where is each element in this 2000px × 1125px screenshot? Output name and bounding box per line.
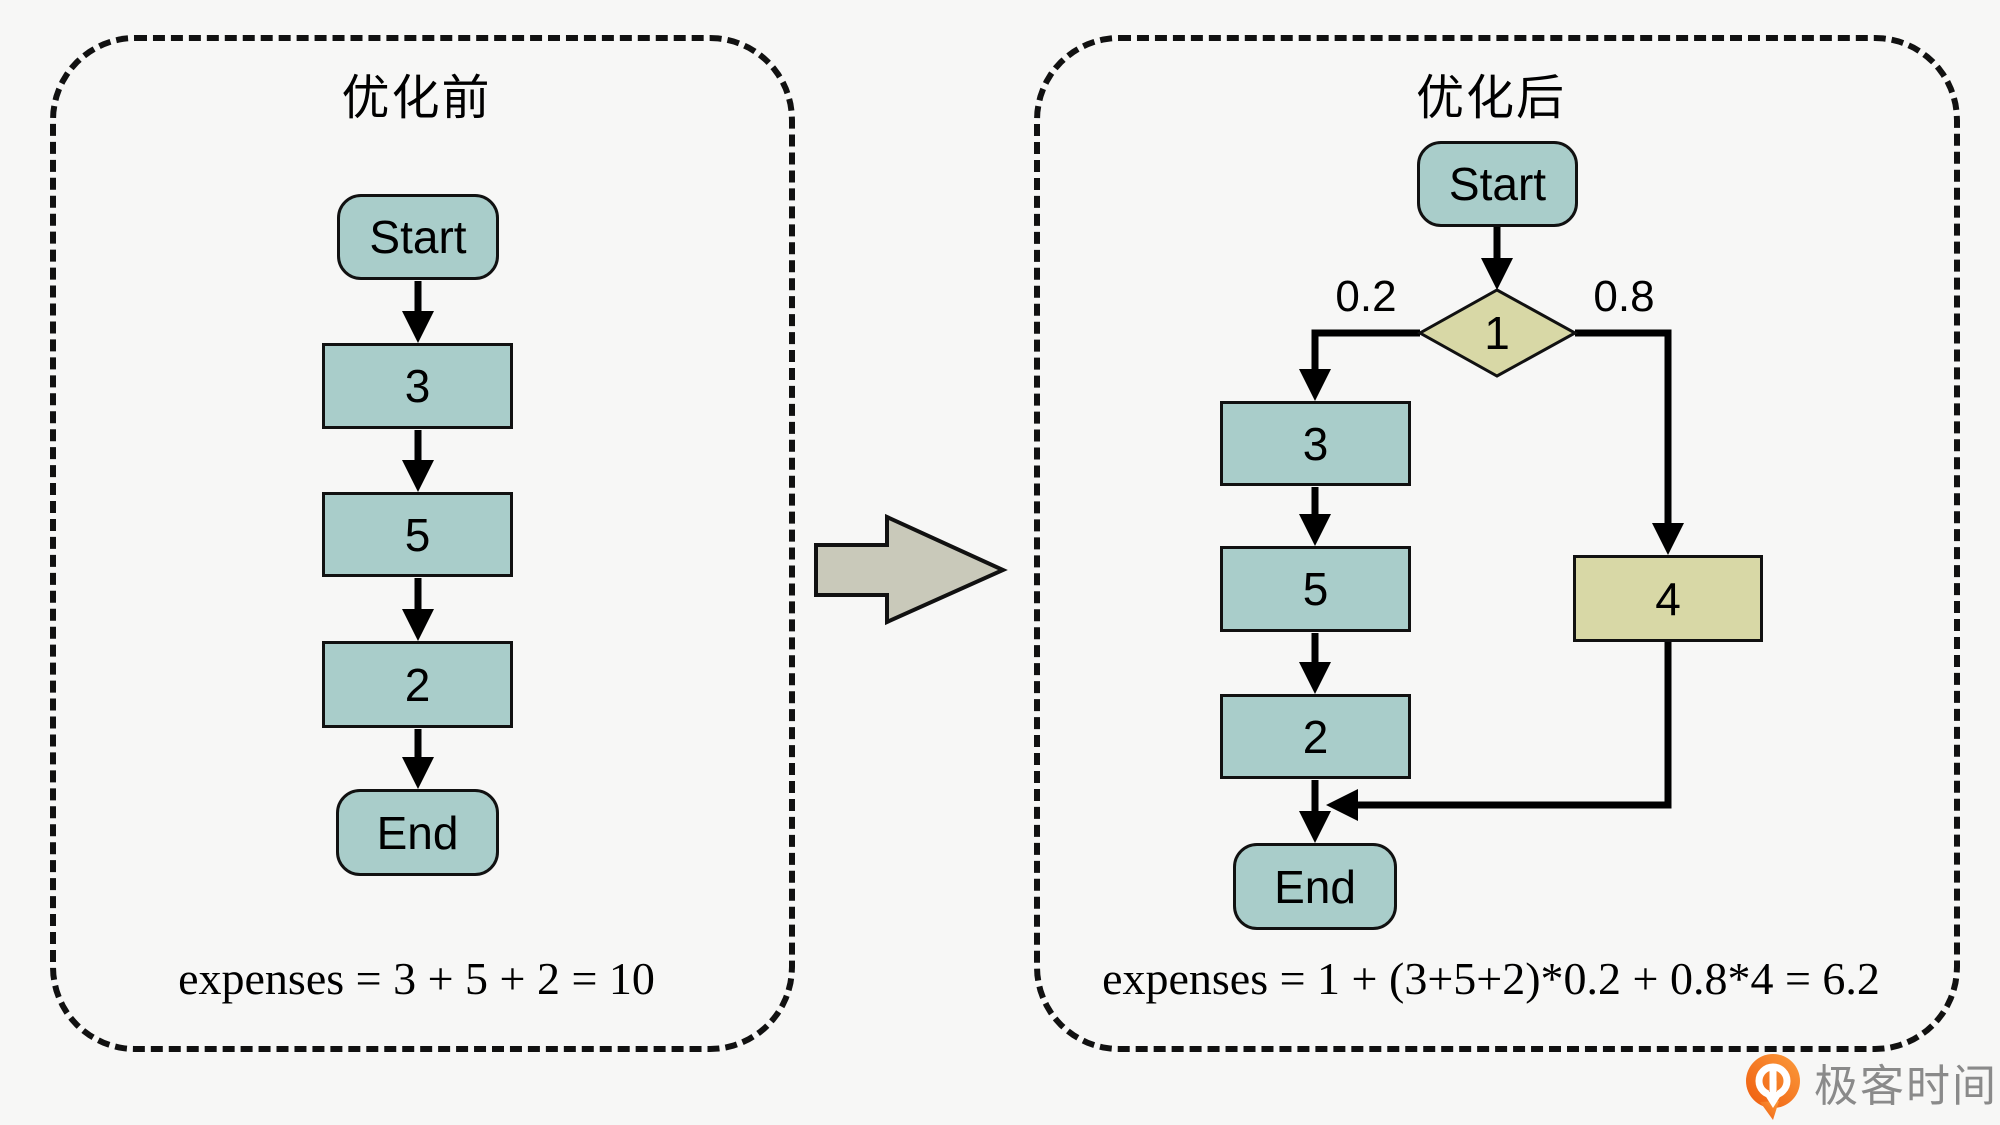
arrow-before-5-to-2	[402, 578, 434, 641]
before-step-node: 2	[322, 641, 513, 728]
arrow-before-3-to-5	[402, 430, 434, 492]
before-step-node: 5	[322, 492, 513, 577]
arrow-after-start-to-decision	[1481, 227, 1513, 290]
after-start-node: Start	[1417, 141, 1578, 227]
after-step-node: 2	[1220, 694, 1411, 779]
geektime-logo: 极客时间	[1742, 1052, 1998, 1122]
arrow-before-start-to-3	[402, 281, 434, 343]
arrow-after-branch-right	[1575, 329, 1684, 555]
arrow-after-5-to-2	[1299, 633, 1331, 694]
after-branch-left-probability: 0.2	[1335, 272, 1397, 321]
geektime-logo-text: 极客时间	[1814, 1062, 1998, 1111]
panel-after-title: 优化后	[1415, 72, 1566, 125]
after-step-node: 5	[1220, 546, 1411, 632]
after-step-node: 3	[1220, 401, 1411, 486]
before-start-node: Start	[337, 194, 499, 280]
panel-after	[1034, 35, 1960, 1052]
before-step-node: 3	[322, 343, 513, 429]
after-branch-box: 4	[1573, 555, 1763, 642]
arrow-after-2-to-end	[1299, 780, 1331, 843]
after-expenses-formula: expenses = 1 + (3+5+2)*0.2 + 0.8*4 = 6.2	[1102, 953, 1880, 1004]
before-expenses-formula: expenses = 3 + 5 + 2 = 10	[178, 953, 655, 1004]
arrow-before-2-to-end	[402, 729, 434, 789]
before-end-node: End	[336, 789, 499, 876]
after-branch-right-probability: 0.8	[1593, 272, 1655, 321]
arrow-after-branch-left	[1299, 329, 1420, 401]
after-decision-label: 1	[1484, 307, 1510, 359]
after-end-node: End	[1233, 843, 1397, 930]
arrow-after-4-join	[1326, 642, 1672, 821]
geektime-logo-icon	[1746, 1054, 1800, 1120]
panel-before-title: 优化前	[341, 72, 492, 125]
panel-before	[50, 35, 795, 1052]
decision-diamond-shape	[1416, 288, 1579, 378]
arrow-after-3-to-5	[1299, 487, 1331, 546]
transform-arrow-icon	[814, 513, 1008, 626]
